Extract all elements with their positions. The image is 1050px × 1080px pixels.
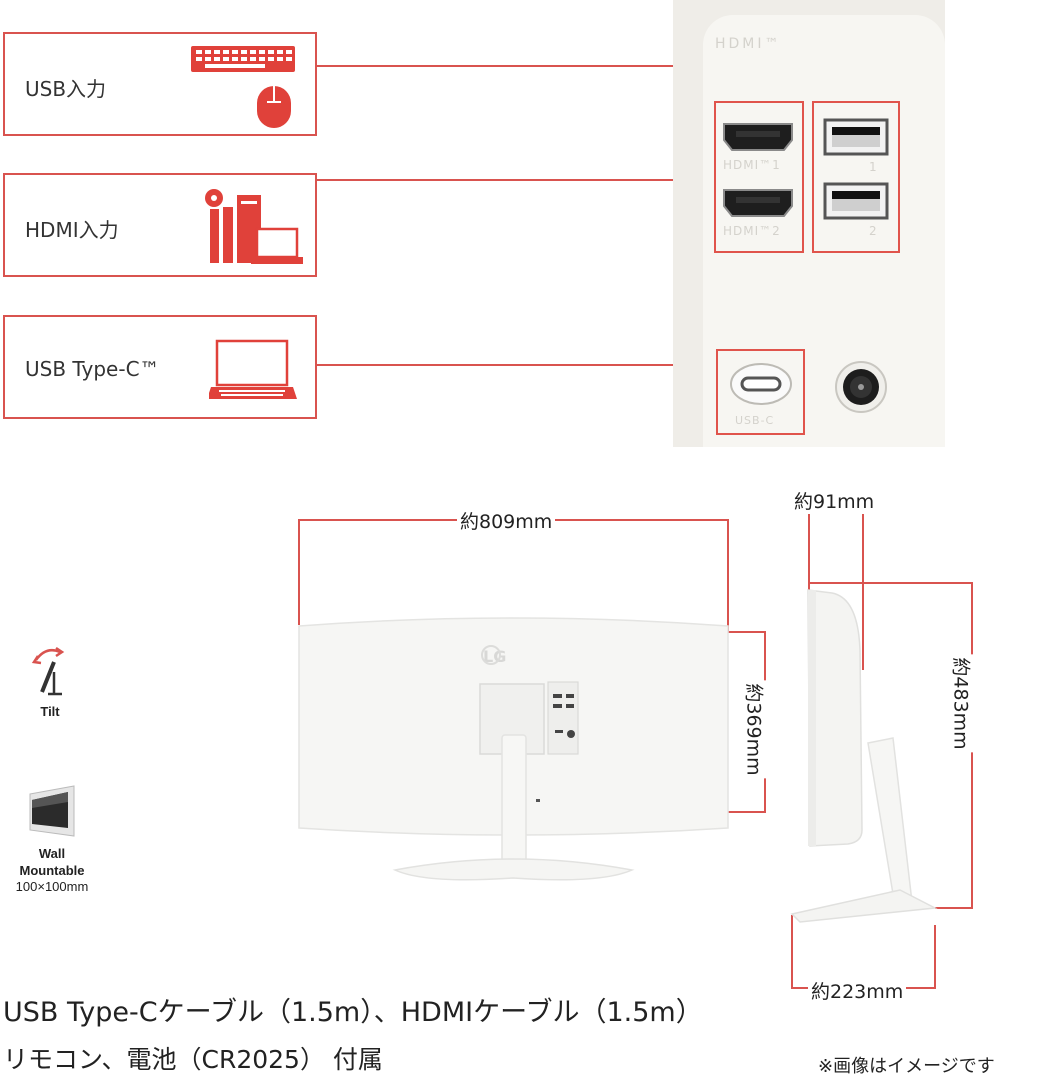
dimension-total-height: 約483mm bbox=[948, 654, 976, 753]
dimension-drawing: LG bbox=[298, 503, 973, 989]
hdmi-input-box: HDMI入力 bbox=[3, 173, 317, 277]
usbc-input-box: USB Type-C™ bbox=[3, 315, 317, 419]
wall-mount-label: Wall Mountable bbox=[19, 846, 85, 878]
power-jack-icon bbox=[835, 361, 887, 413]
usbc-input-label: USB Type-C™ bbox=[25, 357, 160, 381]
tilt-icon bbox=[31, 646, 65, 696]
dimension-height: 約369mm bbox=[741, 680, 769, 779]
wall-mount-feature: Wall Mountable 100×100mm bbox=[6, 784, 98, 894]
tilt-label: Tilt bbox=[40, 704, 60, 719]
usbc-port-label: USB-C bbox=[735, 414, 775, 427]
tilt-feature: Tilt bbox=[18, 642, 82, 720]
included-cables-text: USB Type-Cケーブル（1.5m）、HDMIケーブル（1.5m） bbox=[3, 997, 703, 1028]
dimension-stand-depth: 約223mm bbox=[808, 977, 907, 1004]
hdmi-port-1-label: HDMI™1 bbox=[723, 158, 781, 172]
dimension-depth-top: 約91mm bbox=[791, 487, 878, 514]
panel-brand-mark: HDMI™ bbox=[715, 36, 782, 52]
image-note: ※画像はイメージです bbox=[818, 1056, 995, 1077]
usbc-port-icon bbox=[730, 363, 792, 405]
usb-input-label: USB入力 bbox=[25, 77, 107, 101]
laptop-icon bbox=[209, 339, 297, 399]
usb-port-1-label: 1 bbox=[869, 160, 878, 174]
wall-mount-size: 100×100mm bbox=[15, 879, 89, 894]
hdmi-ports-highlight bbox=[714, 101, 804, 253]
wall-mount-icon bbox=[29, 785, 75, 837]
usb-port-2-icon bbox=[823, 182, 889, 220]
usb-port-1-icon bbox=[823, 118, 889, 156]
keyboard-mouse-icon bbox=[191, 46, 295, 128]
usb-ports-highlight bbox=[812, 101, 900, 253]
hdmi-port-2-label: HDMI™2 bbox=[723, 224, 781, 238]
usbc-port-highlight bbox=[716, 349, 805, 435]
dimension-width: 約809mm bbox=[457, 507, 556, 534]
hdmi-port-2-icon bbox=[723, 189, 793, 217]
monitor-logo: LG bbox=[483, 647, 506, 666]
hdmi-port-1-icon bbox=[723, 123, 793, 151]
pc-laptop-icon bbox=[205, 189, 303, 264]
usb-port-2-label: 2 bbox=[869, 224, 878, 238]
port-panel: HDMI™ HDMI™1 HDMI™2 1 2 USB-C bbox=[673, 0, 945, 447]
included-accessories-text: リモコン、電池（CR2025） 付属 bbox=[3, 1045, 383, 1074]
hdmi-input-label: HDMI入力 bbox=[25, 218, 119, 242]
usb-input-box: USB入力 bbox=[3, 32, 317, 136]
